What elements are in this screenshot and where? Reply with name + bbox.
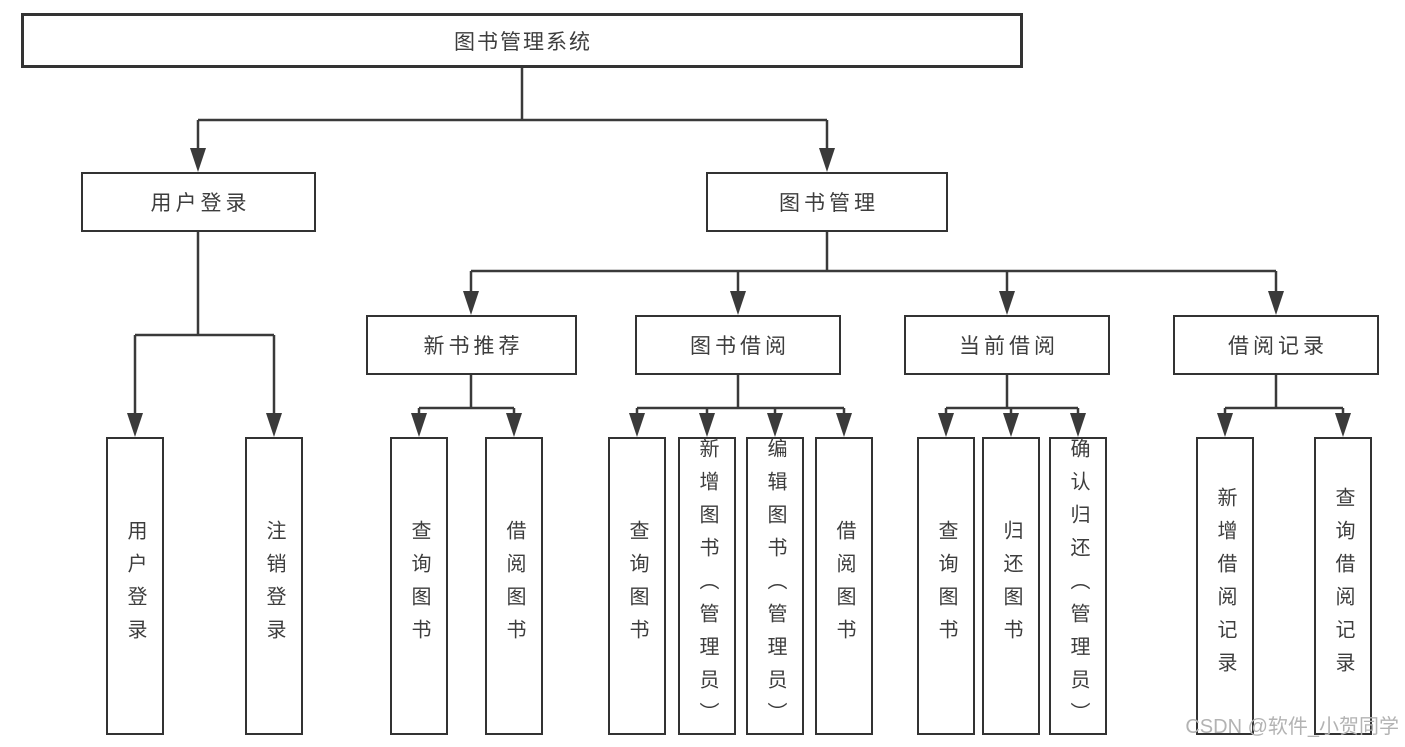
node-user-login: 用户登录 (81, 172, 316, 232)
node-borrow-records: 借阅记录 (1173, 315, 1379, 375)
leaf-query-borrow-record: 查询借阅记录 (1314, 437, 1372, 735)
leaf-query-books-1-label: 查询图书 (408, 520, 430, 652)
leaf-query-books-3: 查询图书 (917, 437, 975, 735)
leaf-add-book-admin: 新增图书（管理员） (678, 437, 736, 735)
leaf-query-books-1: 查询图书 (390, 437, 448, 735)
node-current-borrow-label: 当前借阅 (959, 335, 1059, 358)
node-current-borrow: 当前借阅 (904, 315, 1110, 375)
leaf-borrow-books-1: 借阅图书 (485, 437, 543, 735)
node-new-book-recommend: 新书推荐 (366, 315, 577, 375)
leaf-return-book: 归还图书 (982, 437, 1040, 735)
leaf-query-books-3-label: 查询图书 (935, 520, 957, 652)
leaf-logout: 注销登录 (245, 437, 303, 735)
leaf-user-login-label: 用户登录 (124, 520, 146, 652)
csdn-watermark: CSDN @软件_小贺同学 (1185, 716, 1399, 738)
leaf-borrow-books-1-label: 借阅图书 (503, 520, 525, 652)
leaf-return-book-label: 归还图书 (1000, 520, 1022, 652)
leaf-logout-label: 注销登录 (263, 520, 285, 652)
leaf-confirm-return-admin: 确认归还（管理员） (1049, 437, 1107, 735)
node-user-login-label: 用户登录 (150, 192, 251, 215)
node-book-borrow: 图书借阅 (635, 315, 841, 375)
leaf-query-borrow-record-label: 查询借阅记录 (1332, 487, 1354, 685)
node-book-management: 图书管理 (706, 172, 948, 232)
leaf-user-login: 用户登录 (106, 437, 164, 735)
leaf-confirm-return-admin-label: 确认归还（管理员） (1067, 437, 1089, 735)
leaf-query-books-2: 查询图书 (608, 437, 666, 735)
leaf-add-borrow-record-label: 新增借阅记录 (1214, 487, 1236, 685)
node-new-book-recommend-label: 新书推荐 (423, 335, 524, 358)
leaf-add-book-admin-label: 新增图书（管理员） (696, 437, 718, 735)
leaf-edit-book-admin: 编辑图书（管理员） (746, 437, 804, 735)
leaf-add-borrow-record: 新增借阅记录 (1196, 437, 1254, 735)
leaf-borrow-books-2: 借阅图书 (815, 437, 873, 735)
node-borrow-records-label: 借阅记录 (1228, 335, 1328, 358)
leaf-query-books-2-label: 查询图书 (626, 520, 648, 652)
leaf-edit-book-admin-label: 编辑图书（管理员） (764, 437, 786, 735)
node-root: 图书管理系统 (21, 13, 1023, 68)
node-book-management-label: 图书管理 (779, 192, 879, 215)
node-root-label: 图书管理系统 (454, 30, 592, 54)
node-book-borrow-label: 图书借阅 (690, 335, 790, 358)
leaf-borrow-books-2-label: 借阅图书 (833, 520, 855, 652)
